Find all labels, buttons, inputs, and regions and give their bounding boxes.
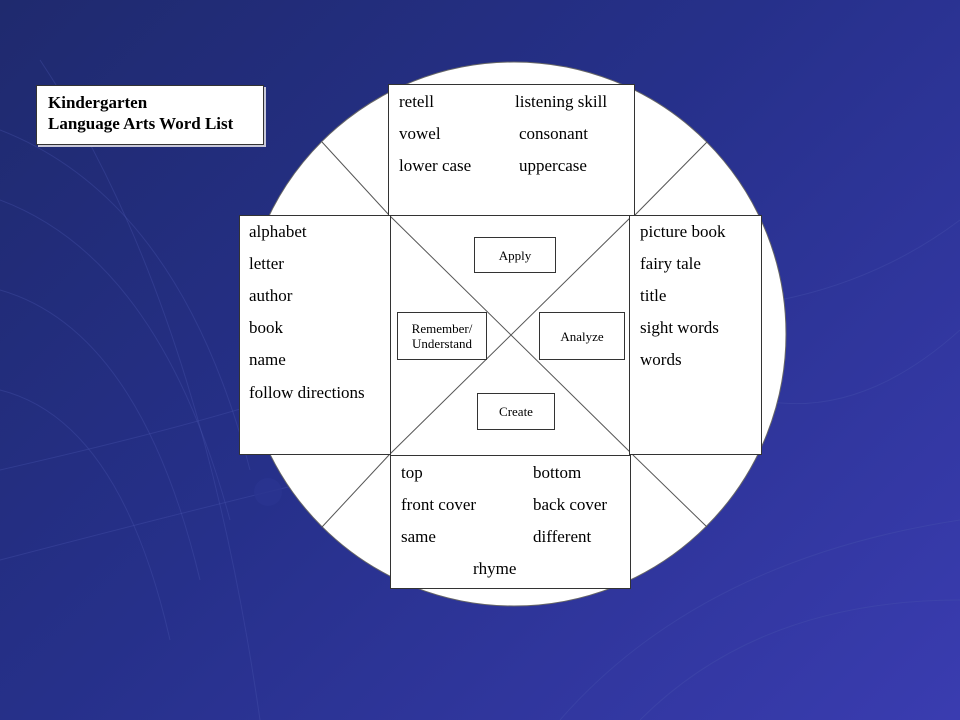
word-lower-case: lower case <box>399 156 472 175</box>
word-name: name <box>249 350 286 369</box>
diagonal-top-right <box>634 141 708 216</box>
create-label: Create <box>499 404 533 419</box>
word-different: different <box>533 527 592 546</box>
left-word-box <box>239 215 391 455</box>
understand-label: Understand <box>412 336 472 351</box>
title-line-2: Language Arts Word List <box>48 114 234 133</box>
title-line-1: Kindergarten <box>48 93 148 112</box>
word-rhyme: rhyme <box>473 559 517 578</box>
word-follow-directions: follow directions <box>249 383 365 402</box>
right-word-box <box>629 215 762 455</box>
word-back-cover: back cover <box>533 495 608 514</box>
bottom-word-box <box>390 455 631 589</box>
word-same: same <box>401 527 436 546</box>
remember-label: Remember/ <box>411 321 473 336</box>
diagonal-bottom-left <box>321 454 390 528</box>
word-picture-book: picture book <box>640 222 726 241</box>
center-cross-b <box>388 214 634 456</box>
word-author: author <box>249 286 293 305</box>
word-letter: letter <box>249 254 284 273</box>
word-top: top <box>401 463 423 482</box>
word-bottom: bottom <box>533 463 582 482</box>
word-front-cover: front cover <box>401 495 477 514</box>
apply-label-box: Apply <box>474 237 556 273</box>
remember-understand-label: Remember/ Understand <box>412 321 473 351</box>
diagonal-bottom-right <box>632 454 708 528</box>
apply-label: Apply <box>498 247 532 263</box>
word-listening-skill: listening skill <box>515 92 608 111</box>
word-sight-words: sight words <box>640 318 719 337</box>
analyze-label: Analyze <box>560 328 604 344</box>
remember-understand-label-box: Remember/ Understand <box>397 312 487 360</box>
title-box: Kindergarten Language Arts Word List <box>36 85 264 145</box>
diagonal-top-left <box>321 141 390 216</box>
word-words: words <box>640 350 682 369</box>
word-alphabet: alphabet <box>249 222 307 241</box>
word-vowel: vowel <box>399 124 441 143</box>
word-title: title <box>640 286 667 305</box>
analyze-label-box: Analyze <box>539 312 625 360</box>
word-book: book <box>249 318 283 337</box>
background-orb <box>254 478 282 506</box>
word-consonant: consonant <box>519 124 588 143</box>
top-word-box <box>388 84 635 216</box>
word-uppercase: uppercase <box>519 156 587 175</box>
word-fairy-tale: fairy tale <box>640 254 701 273</box>
word-retell: retell <box>399 92 434 111</box>
create-label-box: Create <box>477 393 555 430</box>
